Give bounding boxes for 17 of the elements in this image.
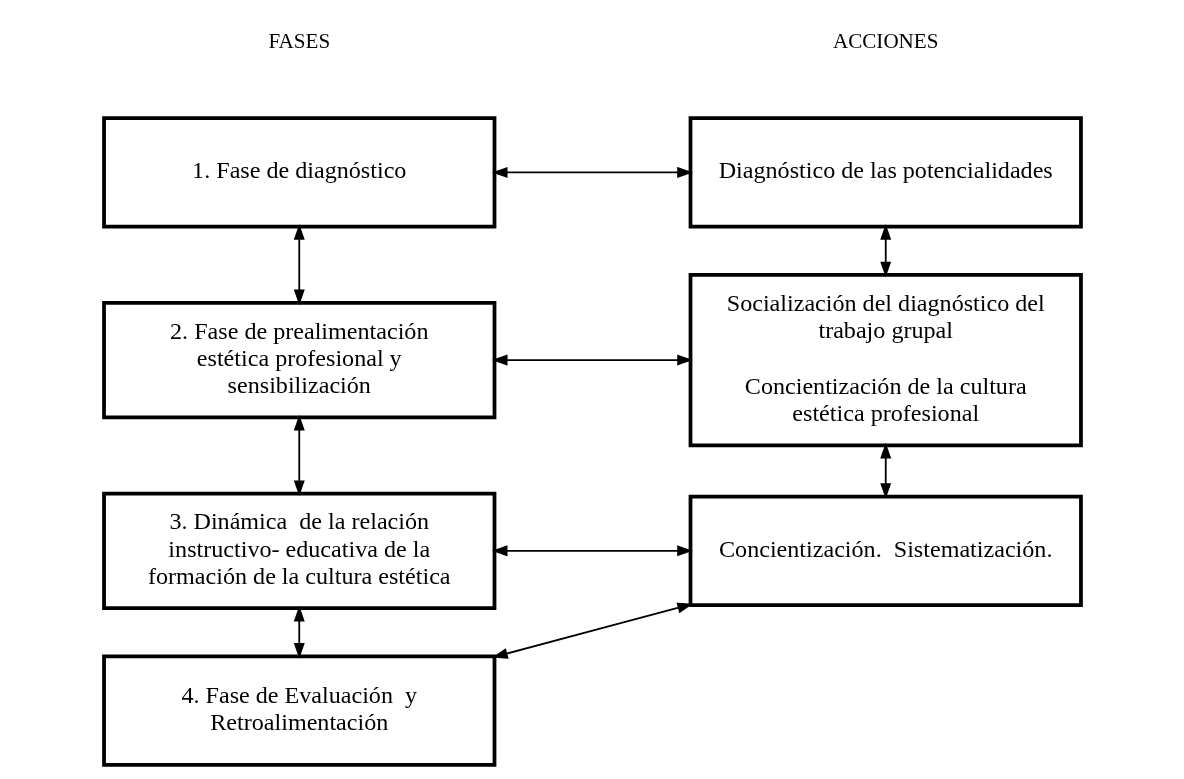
- arrow: [879, 224, 891, 278]
- arrow: [293, 605, 305, 659]
- node-box: Socialización del diagnóstico del trabajo grupal Concientización de la cultura estética profesional: [688, 273, 1083, 448]
- node-box: 3. Dinámica de la relación instructivo- educativa de la formación de la cultura estética: [101, 491, 496, 610]
- label: FASES: [267, 28, 330, 53]
- arrow: [293, 414, 305, 497]
- node-box: 2. Fase de prealimentación estética profesional y sensibilización: [101, 300, 496, 420]
- arrow: [491, 354, 693, 366]
- label: ACCIONES: [832, 28, 938, 53]
- arrow: [879, 442, 891, 499]
- arrow: [491, 166, 693, 178]
- arrow: [293, 224, 305, 306]
- node-box: 4. Fase de Evaluación y Retroalimentación: [101, 654, 496, 767]
- node-box: Concientización. Sistematización.: [688, 494, 1083, 607]
- node-box: 1. Fase de diagnóstico: [101, 116, 496, 229]
- arrow: [491, 545, 693, 557]
- node-box: Diagnóstico de las potencialidades: [688, 116, 1083, 229]
